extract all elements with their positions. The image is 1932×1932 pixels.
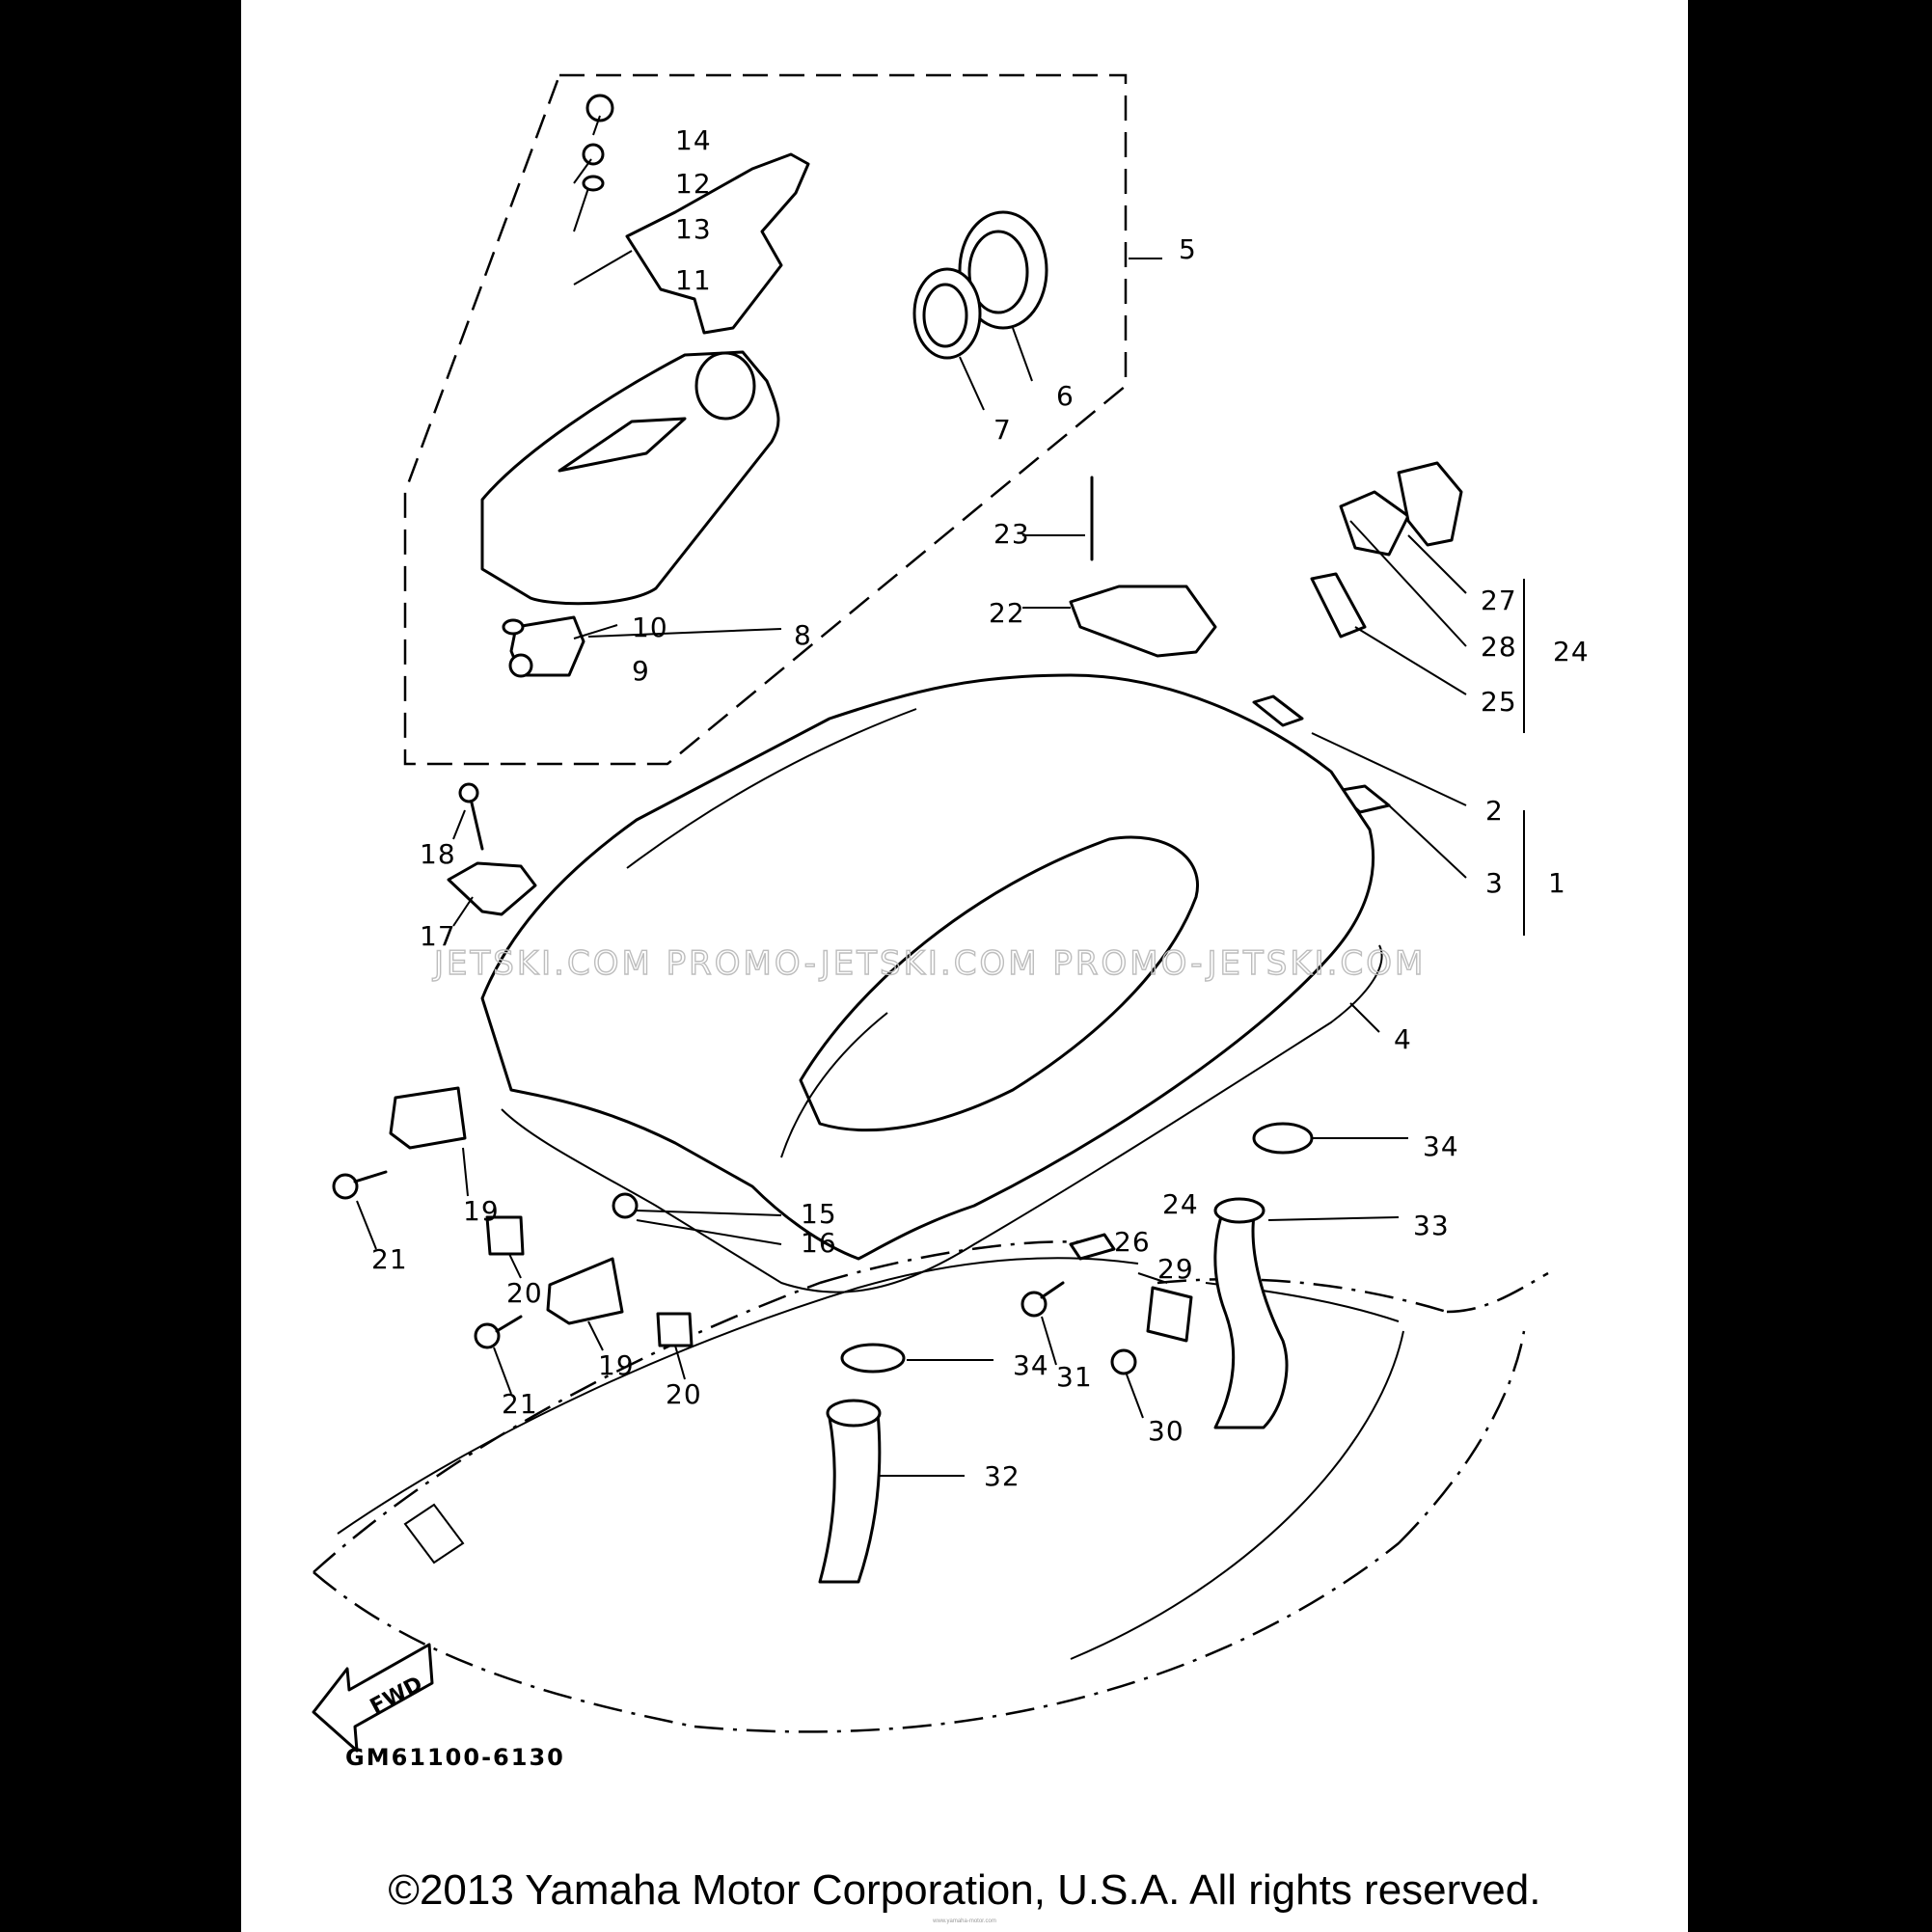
callout-12: 12 [675,168,712,200]
hose-33-end [1213,1197,1265,1224]
bracket-22 [1069,585,1217,658]
hatch-cover-rim [501,944,1383,1293]
plate-20-right [656,1312,694,1347]
callout-3: 3 [1485,867,1504,899]
callout-22: 22 [989,597,1025,629]
callout-23: 23 [993,518,1030,550]
callout-1: 1 [1548,867,1566,899]
watermark: JETSKI.COM PROMO-JETSKI.COM PROMO-JETSKI… [432,944,1426,983]
nut-15 [612,1192,639,1219]
washer-13 [582,175,605,192]
air-box-inlet [694,351,756,421]
hull-seam [403,1503,465,1565]
callout-28: 28 [1481,631,1517,663]
callout-24: 24 [1162,1188,1199,1220]
bracket-19-center [546,1257,624,1325]
callout-29: 29 [1157,1253,1194,1285]
vent-2 [1252,694,1304,727]
hatch-inner-line [626,708,917,1158]
callout-31: 31 [1056,1361,1093,1393]
copyright-fine-print: www.yamaha-motor.com [933,1918,996,1924]
callout-21: 21 [371,1243,408,1275]
leader-lines [356,115,1525,1477]
callout-26: 26 [1114,1226,1151,1258]
callout-16: 16 [801,1227,837,1259]
callout-4: 4 [1394,1023,1412,1055]
bolt-31-shank [1040,1281,1065,1299]
hull-deck-line [337,1257,1404,1660]
callout-10: 10 [632,612,668,643]
bolt-21-right-shank [495,1315,523,1333]
clamp-34-upper [1252,1122,1314,1155]
seat-recess [799,835,1199,1132]
callout-34: 34 [1423,1130,1459,1162]
callout-6: 6 [1056,380,1075,412]
callout-15: 15 [801,1198,837,1230]
forward-direction-arrow: FWD [312,1643,434,1753]
callout-34: 34 [1013,1349,1049,1381]
cap-nut-14 [585,94,614,122]
bolt-9 [508,653,533,678]
latch-27 [1339,490,1410,557]
callout-13: 13 [675,213,712,245]
plate-25 [1310,572,1367,639]
bolt-18 [469,797,484,851]
exploded-parts-diagram: JETSKI.COM PROMO-JETSKI.COM PROMO-JETSKI… [312,73,1590,1771]
plate-29 [1146,1286,1193,1343]
callout-18: 18 [420,838,456,870]
callout-5: 5 [1179,233,1197,265]
assembly-group-boundary [403,73,1128,766]
bolt-18-head [458,782,479,803]
bolt-21-right [474,1322,501,1349]
callout-14: 14 [675,124,712,156]
callout-33: 33 [1413,1210,1450,1241]
hull-outline [313,1240,1549,1733]
callout-19: 19 [598,1349,635,1381]
copyright-notice: ©2013 Yamaha Motor Corporation, U.S.A. A… [388,1866,1541,1914]
ring-7-inner [922,283,968,348]
plate-20-left [485,1215,525,1256]
callout-20: 20 [506,1277,543,1309]
callout-24: 24 [1553,636,1590,667]
callout-30: 30 [1148,1415,1184,1447]
diagram-code: GM61100-6130 [345,1744,565,1771]
clamp-34-lower [840,1343,906,1374]
nut-30 [1110,1348,1137,1375]
callout-27: 27 [1481,585,1517,616]
bracket-19-left [389,1086,467,1150]
bolt-21-left [332,1173,359,1200]
callout-17: 17 [420,920,456,952]
callout-32: 32 [984,1460,1020,1492]
diagram-sheet: JETSKI.COM PROMO-JETSKI.COM PROMO-JETSKI… [241,0,1688,1932]
callout-9: 9 [632,655,650,687]
bracket-17 [447,861,537,916]
hose-32-end [826,1399,882,1428]
callout-20: 20 [666,1378,702,1410]
bracket-26 [1069,1233,1116,1261]
callout-21: 21 [502,1388,538,1420]
callout-25: 25 [1481,686,1517,718]
air-box-scoop [558,417,687,473]
ring-6-inner [967,230,1029,314]
callout-7: 7 [993,414,1012,446]
hose-33 [1213,1204,1289,1429]
screw-12 [582,143,605,166]
callout-8: 8 [794,619,812,651]
callout-2: 2 [1485,795,1504,827]
air-box-cover [480,350,780,606]
callout-19: 19 [463,1195,500,1227]
callout-11: 11 [675,264,712,296]
bolt-21-left-shank [353,1170,388,1184]
washer-10 [502,618,525,636]
hose-32 [818,1411,882,1584]
latch-hook [1397,461,1463,547]
bracket-11 [625,152,810,335]
bolt-31 [1020,1291,1048,1318]
